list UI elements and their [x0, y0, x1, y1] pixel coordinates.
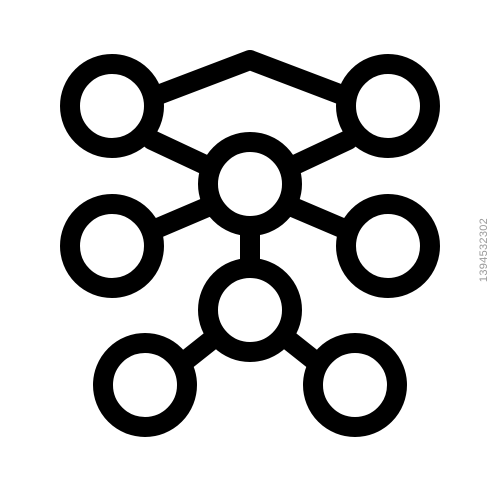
node-center: [198, 132, 302, 236]
node-top-right: [336, 54, 440, 158]
top-link-line: [148, 50, 352, 105]
node-bottom-left: [93, 333, 197, 437]
node-top-left: [60, 54, 164, 158]
node-lower-center: [198, 258, 302, 362]
stock-image-id: 1394532302: [478, 217, 490, 283]
node-bottom-right: [303, 333, 407, 437]
link-center-to-mid-left: [148, 195, 222, 238]
link-center-to-mid-right: [278, 195, 352, 238]
node-mid-right: [336, 194, 440, 298]
node-mid-left: [60, 194, 164, 298]
